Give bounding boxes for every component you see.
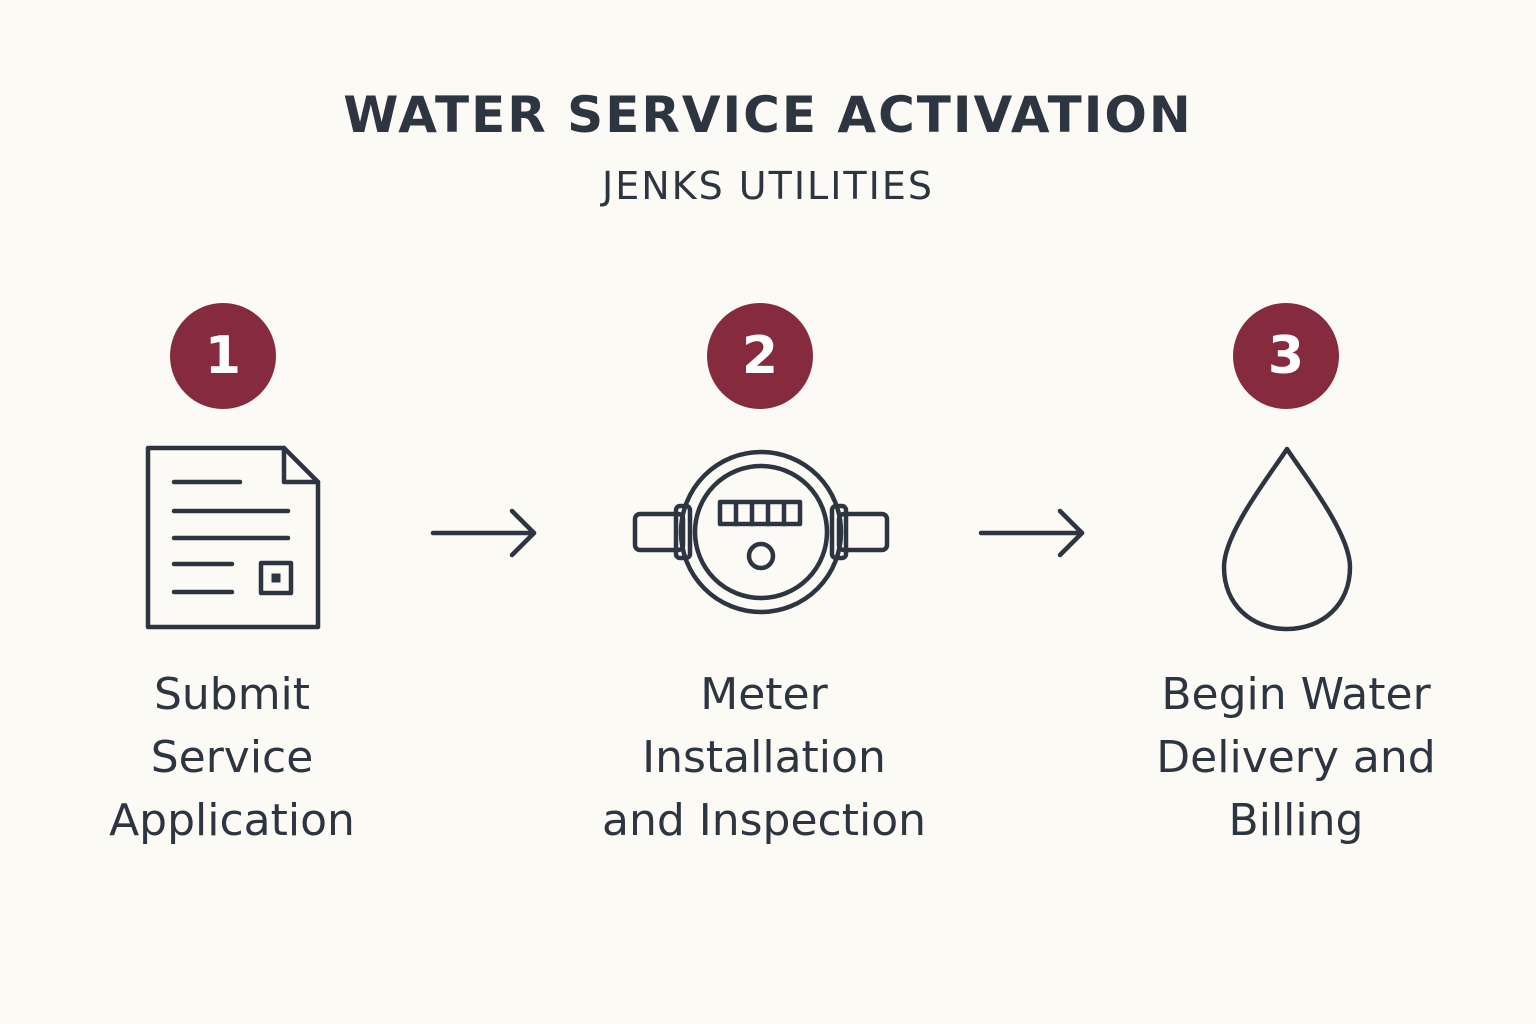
step-1-number-badge: 1 bbox=[170, 303, 276, 409]
step-1-label: Submit Service Application bbox=[109, 669, 355, 846]
arrow-right-icon bbox=[978, 508, 1085, 558]
document-icon bbox=[145, 445, 321, 630]
arrow-right-icon bbox=[430, 508, 537, 558]
diagram-subtitle: JENKS UTILITIES bbox=[602, 164, 934, 208]
step-3-number-badge: 3 bbox=[1233, 303, 1339, 409]
step-2-label: Meter Installation and Inspection bbox=[601, 669, 927, 846]
step-3-label: Begin Water Delivery and Billing bbox=[1156, 669, 1436, 846]
water-meter-icon bbox=[632, 449, 890, 615]
water-drop-icon bbox=[1221, 446, 1353, 632]
step-2-number-badge: 2 bbox=[707, 303, 813, 409]
diagram-title: WATER SERVICE ACTIVATION bbox=[343, 86, 1193, 144]
